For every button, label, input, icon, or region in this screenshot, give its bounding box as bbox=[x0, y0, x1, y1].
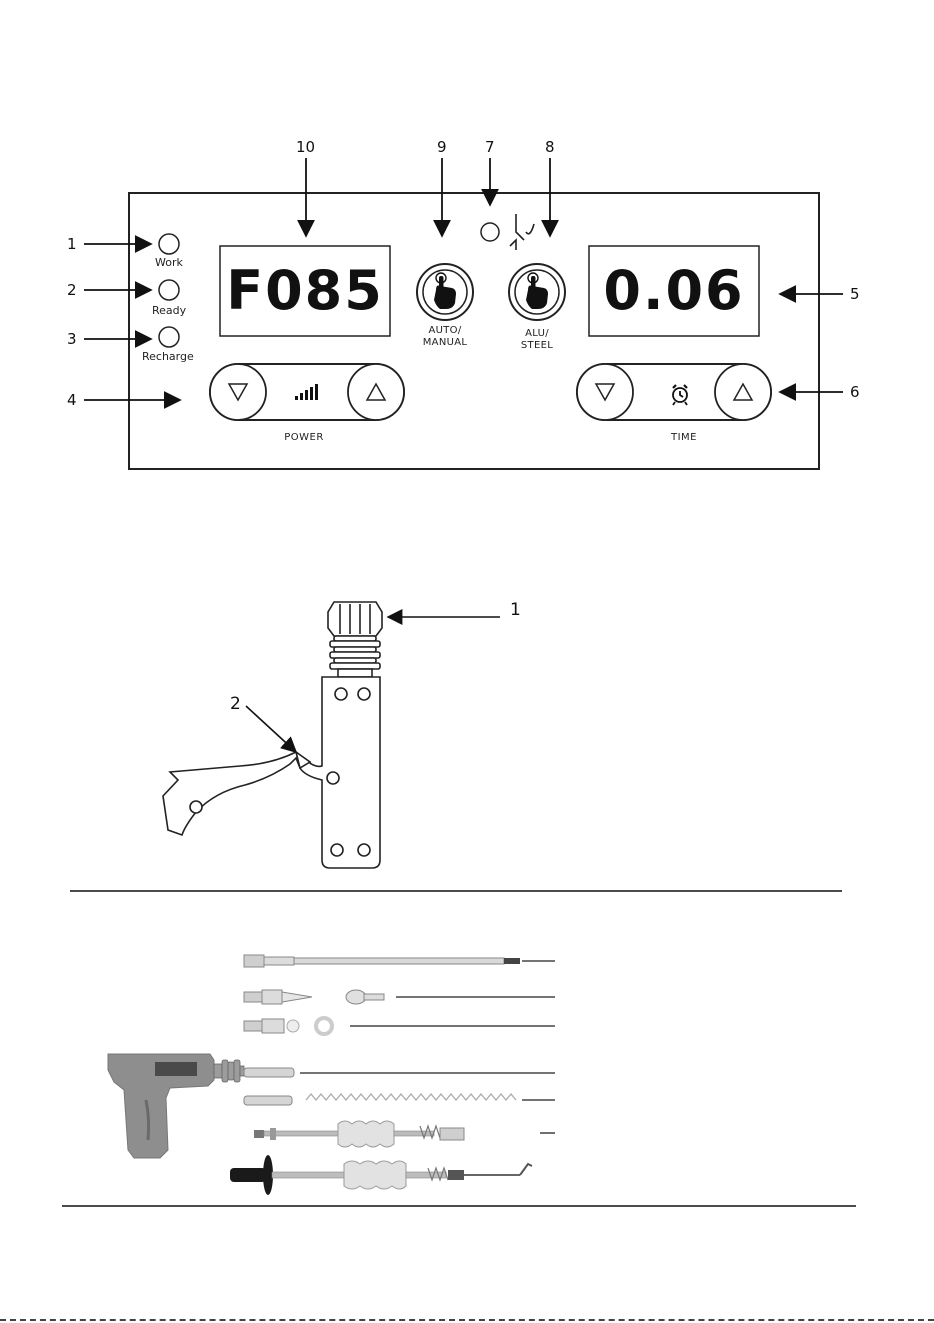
time-up-button bbox=[715, 364, 771, 420]
welding-gun-drawing bbox=[0, 580, 934, 900]
straight-stud bbox=[244, 1068, 555, 1077]
gun-callout-2: 2 bbox=[230, 694, 241, 714]
hook-slide-hammer bbox=[230, 1155, 532, 1195]
accessories-diagram bbox=[0, 930, 934, 1220]
electrode-rod bbox=[244, 955, 555, 967]
welding-gun-diagram: 1 2 bbox=[0, 580, 934, 900]
power-down-button bbox=[210, 364, 266, 420]
spot-welder-gun bbox=[108, 1054, 244, 1158]
electrode-nut bbox=[328, 602, 382, 636]
callout-4: 4 bbox=[67, 391, 77, 409]
callout-5: 5 bbox=[850, 285, 860, 303]
auto-manual-label: AUTO/ MANUAL bbox=[410, 325, 480, 349]
ready-led bbox=[159, 280, 179, 300]
time-control bbox=[577, 364, 771, 420]
work-led-label: Work bbox=[155, 256, 183, 269]
alu-steel-label: ALU/ STEEL bbox=[502, 328, 572, 352]
weld-spark-icon bbox=[510, 214, 534, 250]
callout-10: 10 bbox=[296, 138, 315, 156]
ready-led-label: Ready bbox=[152, 304, 186, 317]
control-panel-diagram: 1 2 3 4 5 6 7 8 9 10 Work Ready Recharge… bbox=[0, 0, 934, 500]
recharge-led-label: Recharge bbox=[142, 350, 194, 363]
washer-tip bbox=[244, 1018, 555, 1034]
time-display: 0.06 bbox=[589, 258, 759, 324]
callout-9: 9 bbox=[437, 138, 447, 156]
wavy-wire bbox=[244, 1094, 555, 1105]
callout-1: 1 bbox=[67, 235, 77, 253]
work-led bbox=[159, 234, 179, 254]
slide-hammer bbox=[254, 1121, 555, 1147]
accessories-drawing bbox=[0, 930, 934, 1220]
control-panel-drawing bbox=[0, 0, 934, 500]
power-control bbox=[210, 364, 404, 420]
power-caption: POWER bbox=[264, 432, 344, 443]
recharge-led bbox=[159, 327, 179, 347]
gun-callout-1: 1 bbox=[510, 600, 521, 620]
triangle-tip bbox=[244, 990, 555, 1004]
gun-body bbox=[163, 677, 380, 868]
callout-6: 6 bbox=[850, 383, 860, 401]
callout-3: 3 bbox=[67, 330, 77, 348]
power-up-button bbox=[348, 364, 404, 420]
page-bottom-edge bbox=[0, 1319, 934, 1321]
callout-7: 7 bbox=[485, 138, 495, 156]
power-display: F085 bbox=[220, 258, 390, 324]
callout-2: 2 bbox=[67, 281, 77, 299]
callout-8: 8 bbox=[545, 138, 555, 156]
status-led-7 bbox=[481, 223, 499, 241]
time-caption: TIME bbox=[644, 432, 724, 443]
time-down-button bbox=[577, 364, 633, 420]
